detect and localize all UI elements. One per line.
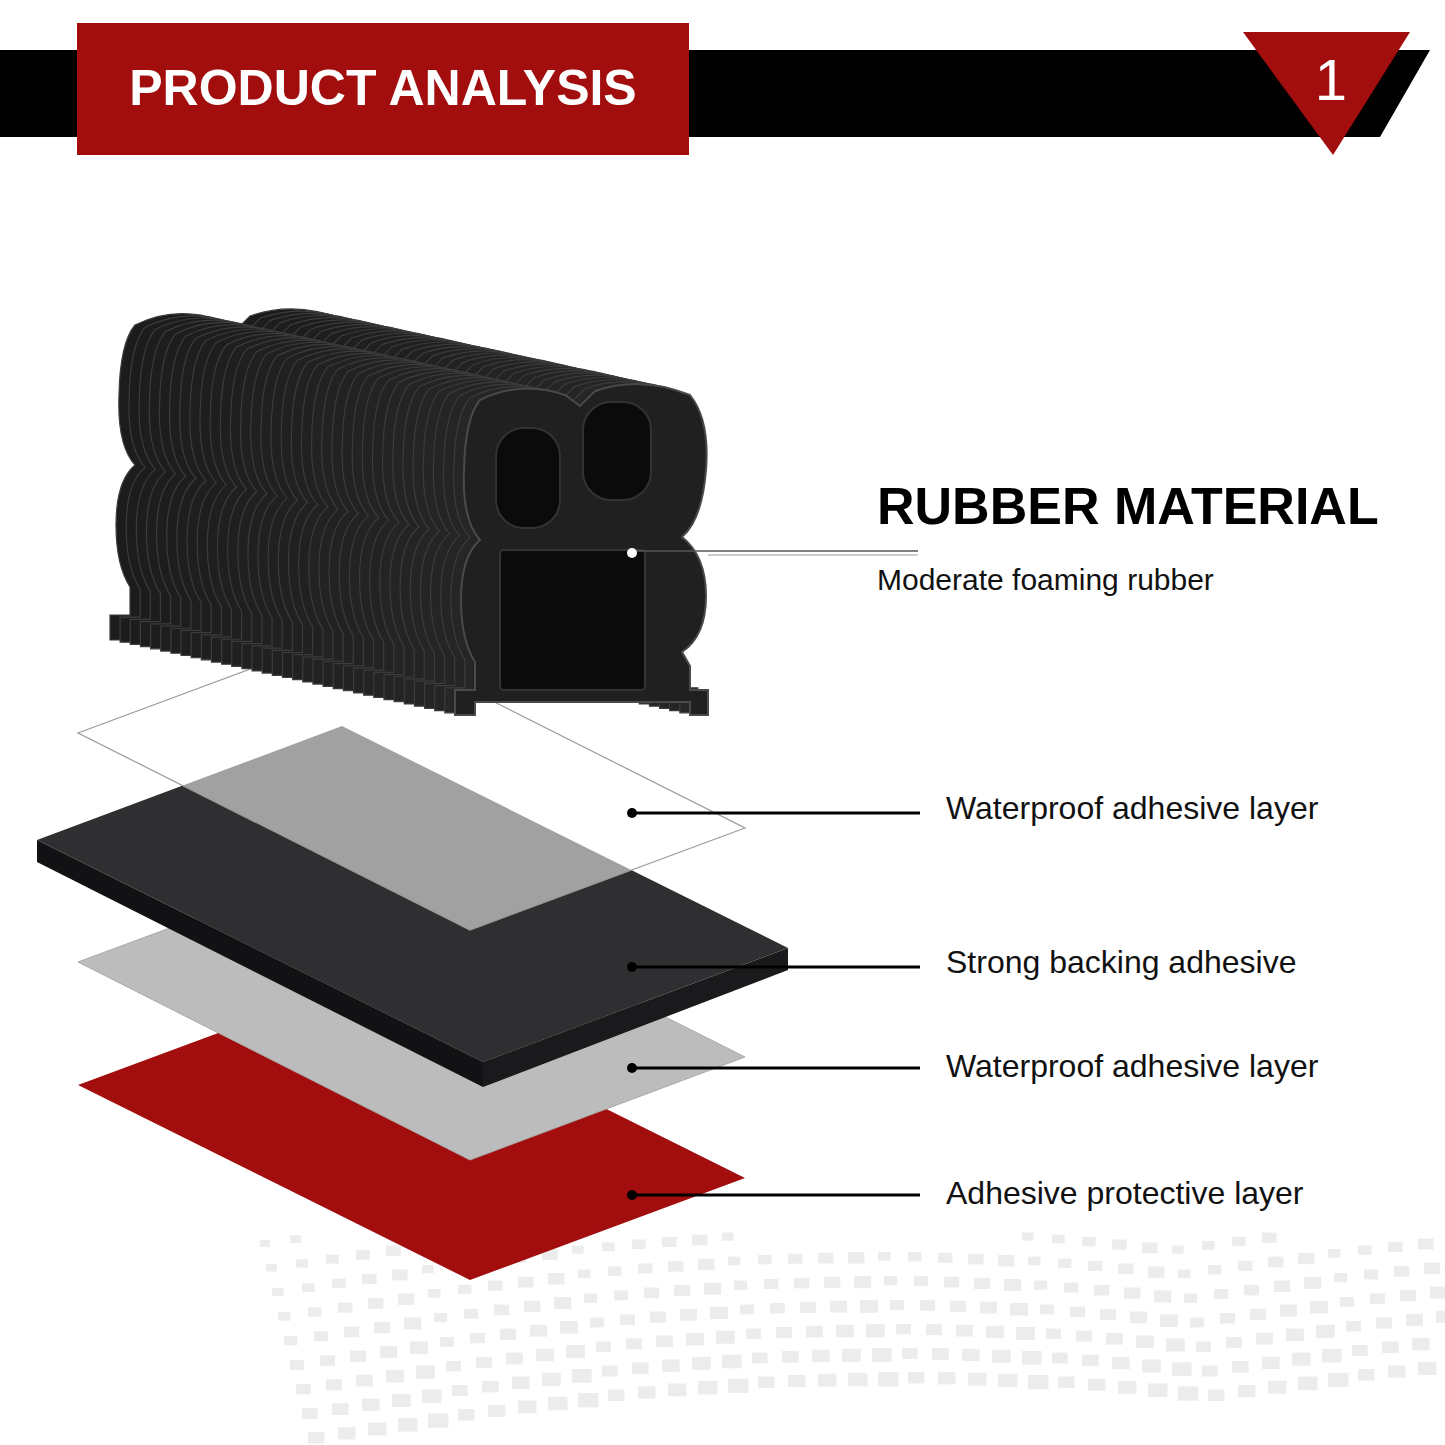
number-badge (1243, 32, 1410, 155)
layer-label: Waterproof adhesive layer (946, 1048, 1318, 1085)
layer-label: Strong backing adhesive (946, 944, 1296, 981)
part-note: Moderate foaming rubber (877, 563, 1214, 598)
layer-label: Adhesive protective layer (946, 1175, 1304, 1212)
rubber-profile (110, 309, 708, 715)
background-pattern (260, 1233, 1445, 1444)
page-title: PRODUCT ANALYSIS (129, 60, 636, 118)
title-box (77, 23, 689, 155)
layer-label: Waterproof adhesive layer (946, 790, 1318, 827)
leader-lines (627, 548, 920, 1200)
part-name: RUBBER MATERIAL (877, 477, 1379, 537)
callout-number: 1 (1315, 47, 1347, 114)
